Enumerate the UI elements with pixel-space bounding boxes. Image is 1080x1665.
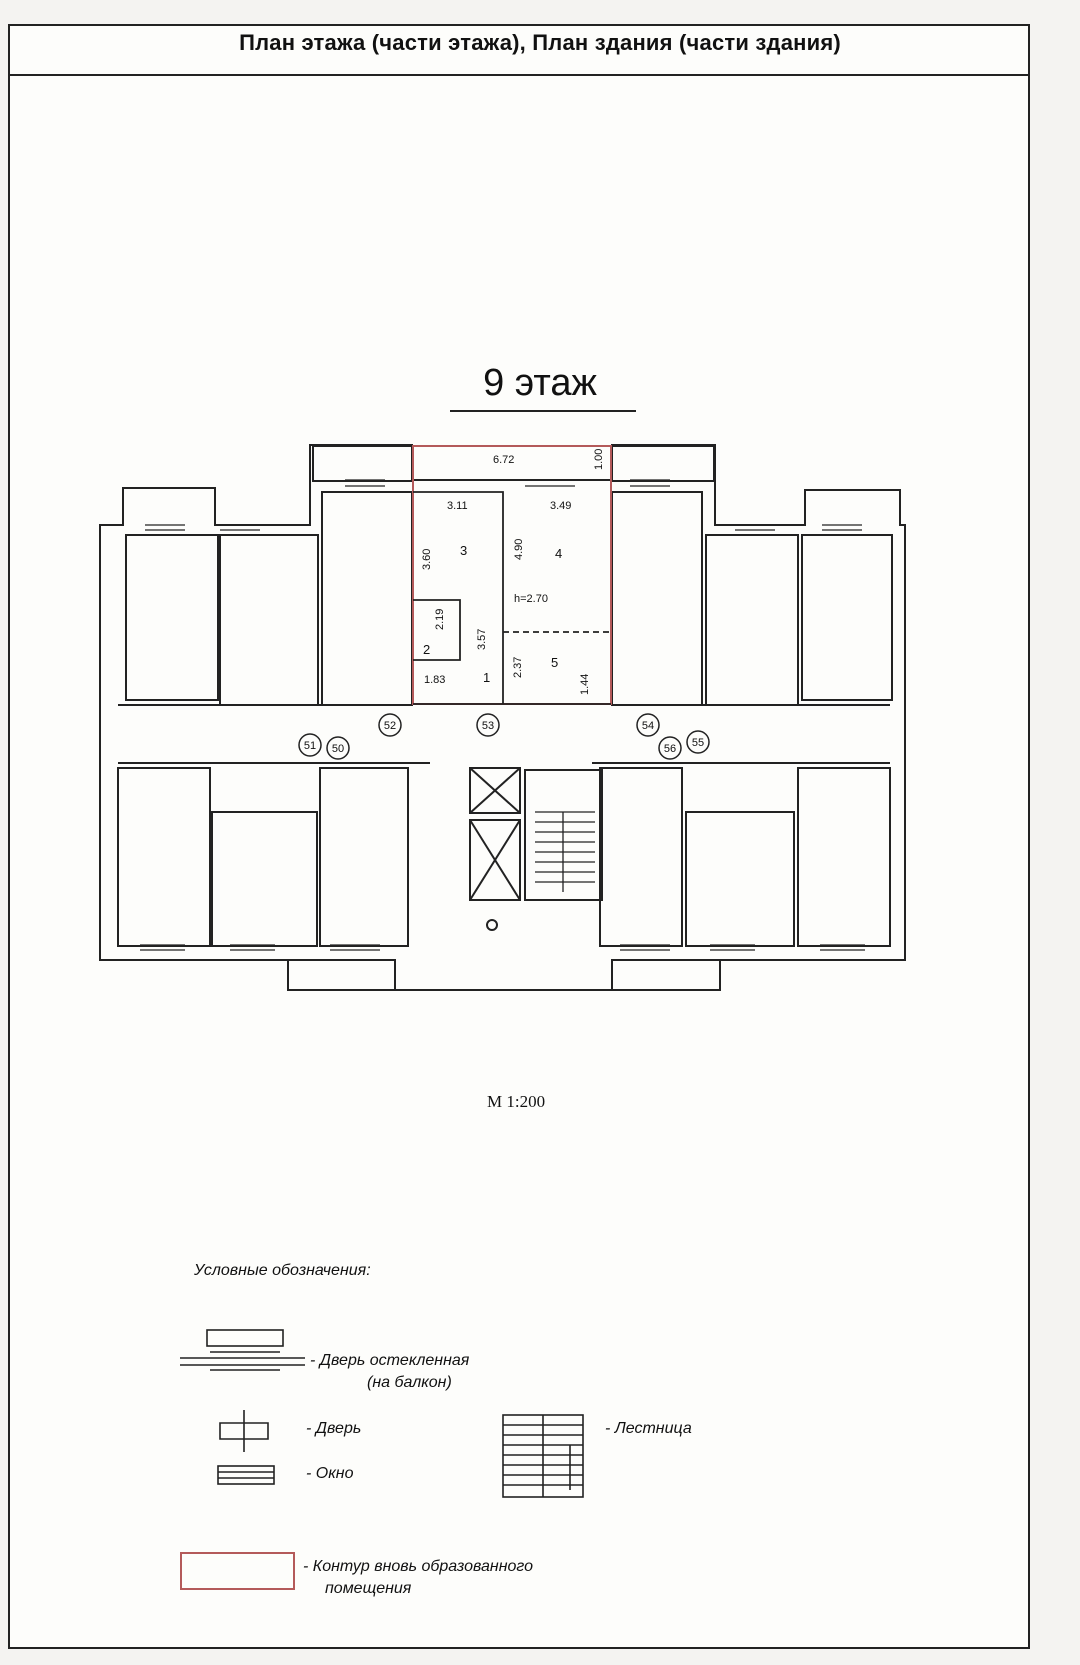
header-title: План этажа (части этажа), План здания (ч…: [239, 30, 841, 55]
dim-corridor-length: 3.57: [476, 629, 488, 650]
dim-room2-length: 2.19: [434, 609, 446, 630]
apartment-53-marker: 53: [482, 720, 494, 732]
legend-glazed-door-note: (на балкон): [367, 1374, 452, 1391]
dim-balcony-depth: 1.00: [593, 449, 605, 470]
dim-top-width: 6.72: [493, 454, 514, 466]
legend-glazed-door: - Дверь остекленная: [310, 1352, 470, 1369]
glazed-door-symbol: [206, 1329, 284, 1347]
legend-new-room: - Контур вновь образованного: [303, 1558, 534, 1575]
legend-stairs: - Лестница: [605, 1420, 692, 1437]
room-5-label: 5: [551, 655, 558, 670]
window-symbol: [217, 1465, 275, 1485]
dim-room4-length: 4.90: [513, 539, 525, 560]
floor-title-underline: [450, 410, 636, 412]
header-divider: [8, 74, 1030, 76]
apartment-54-marker: 54: [642, 720, 654, 732]
legend-title: Условные обозначения:: [194, 1262, 371, 1279]
dim-room3-width: 3.11: [447, 500, 468, 512]
dim-room3-length: 3.60: [421, 549, 433, 570]
legend-window: - Окно: [306, 1465, 354, 1482]
scale-label: М 1:200: [487, 1092, 546, 1111]
floor-title: 9 этаж: [483, 362, 597, 404]
door-symbol: [219, 1410, 269, 1452]
room-2-label: 2: [423, 642, 430, 657]
apartment-55-marker: 55: [692, 737, 704, 749]
apartment-51-marker: 51: [304, 740, 316, 752]
new-room-outline-symbol: [180, 1552, 295, 1590]
dim-room5-width: 1.44: [579, 674, 591, 695]
dim-ceiling-height: h=2.70: [514, 593, 548, 605]
legend-new-room-note: помещения: [325, 1580, 412, 1597]
room-1-label: 1: [483, 670, 490, 685]
apartment-56-marker: 56: [664, 743, 676, 755]
dim-room1-width: 1.83: [424, 674, 445, 686]
dim-room5-length: 2.37: [512, 657, 524, 678]
dim-room4-width: 3.49: [550, 500, 571, 512]
apartment-52-marker: 52: [384, 720, 396, 732]
legend-door: - Дверь: [306, 1420, 362, 1437]
room-3-label: 3: [460, 543, 467, 558]
room-4-label: 4: [555, 546, 562, 561]
apartment-50-marker: 50: [332, 743, 344, 755]
